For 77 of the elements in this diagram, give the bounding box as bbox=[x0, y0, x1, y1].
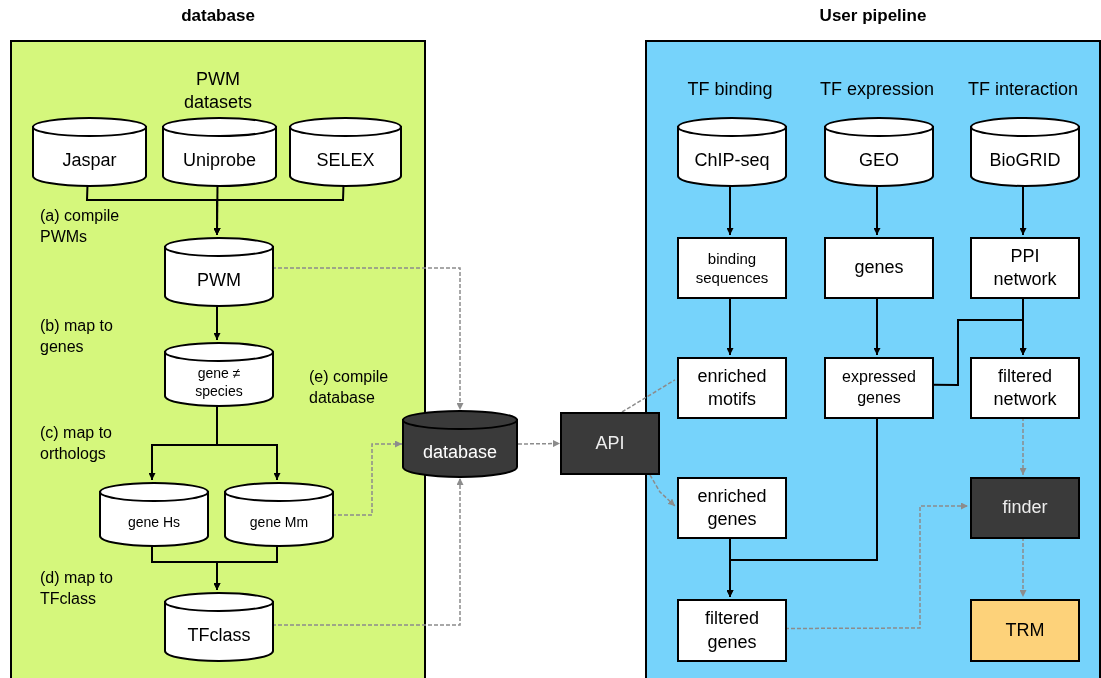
process-box bbox=[824, 237, 934, 299]
box-label: genes bbox=[854, 256, 904, 280]
cylinder-label: Jaspar bbox=[62, 148, 117, 172]
database-cylinder bbox=[164, 342, 274, 407]
box-label: finder bbox=[1002, 496, 1048, 520]
process-box bbox=[677, 477, 787, 539]
box-label: expressed genes bbox=[841, 367, 917, 408]
box-label: binding sequences bbox=[694, 248, 770, 288]
database-cylinder bbox=[164, 592, 274, 662]
box-label: filtered network bbox=[992, 364, 1058, 411]
arrow bbox=[784, 502, 969, 630]
cylinder-label: PWM bbox=[197, 268, 241, 292]
cylinder-label: GEO bbox=[859, 148, 899, 172]
cylinder-label: gene ≠ species bbox=[194, 364, 244, 400]
cylinder-label: SELEX bbox=[316, 148, 375, 172]
annotation-text: PWM datasets bbox=[182, 68, 253, 115]
process-box bbox=[677, 357, 787, 419]
annotation-text: TF interaction bbox=[966, 78, 1079, 101]
annotation-text: (c) map to orthologs bbox=[40, 423, 113, 464]
database-cylinder bbox=[162, 117, 277, 187]
arrow bbox=[517, 440, 561, 448]
process-box bbox=[970, 599, 1080, 662]
cylinder-label: TFclass bbox=[187, 623, 251, 647]
panel-title: User pipeline bbox=[818, 6, 928, 26]
process-box bbox=[824, 357, 934, 419]
cylinder-label: ChIP-seq bbox=[694, 148, 770, 172]
annotation-text: (a) compile PWMs bbox=[40, 206, 121, 247]
box-label: PPI network bbox=[992, 244, 1058, 291]
database-cylinder bbox=[824, 117, 934, 187]
process-box bbox=[970, 237, 1080, 299]
arrow bbox=[1019, 184, 1027, 236]
box-label: enriched motifs bbox=[696, 364, 768, 411]
arrow bbox=[213, 184, 345, 236]
arrow bbox=[271, 267, 464, 411]
database-cylinder bbox=[402, 410, 518, 478]
panel-title: database bbox=[180, 6, 256, 26]
arrow bbox=[216, 404, 281, 481]
database-cylinder bbox=[289, 117, 402, 187]
annotation-text: TF expression bbox=[818, 78, 935, 101]
annotation-text: TF binding bbox=[686, 78, 774, 101]
process-box bbox=[970, 357, 1080, 419]
annotation-text: (e) compile database bbox=[309, 367, 390, 408]
arrow bbox=[726, 184, 734, 236]
arrow bbox=[726, 296, 734, 356]
cylinder-label: gene Mm bbox=[249, 512, 309, 532]
arrow bbox=[931, 319, 1027, 386]
arrow bbox=[331, 440, 403, 516]
cylinder-label: BioGRID bbox=[989, 148, 1061, 172]
database-cylinder bbox=[677, 117, 787, 187]
annotation-text: (b) map to genes bbox=[40, 316, 114, 357]
database-cylinder bbox=[99, 482, 209, 547]
arrow bbox=[1019, 416, 1027, 476]
arrow bbox=[649, 474, 676, 507]
database-cylinder bbox=[224, 482, 334, 547]
database-cylinder bbox=[32, 117, 147, 187]
connector-line bbox=[621, 379, 676, 413]
box-label: filtered genes bbox=[704, 607, 760, 654]
box-label: API bbox=[595, 431, 625, 455]
cylinder-label: Uniprobe bbox=[182, 148, 256, 172]
database-cylinder bbox=[164, 237, 274, 307]
annotation-text: (d) map to TFclass bbox=[40, 568, 114, 609]
process-box bbox=[560, 412, 660, 475]
arrow bbox=[873, 184, 881, 236]
cylinder-label: gene Hs bbox=[127, 512, 181, 532]
cylinder-label: database bbox=[422, 440, 498, 464]
arrow bbox=[726, 536, 734, 598]
box-label: TRM bbox=[1005, 618, 1045, 642]
database-cylinder bbox=[970, 117, 1080, 187]
arrow bbox=[213, 304, 221, 341]
process-box bbox=[677, 237, 787, 299]
arrow bbox=[213, 544, 278, 591]
box-label: enriched genes bbox=[696, 484, 768, 531]
process-box bbox=[970, 477, 1080, 539]
arrow bbox=[1019, 536, 1027, 598]
arrow bbox=[873, 296, 881, 356]
arrow bbox=[271, 477, 464, 626]
process-box bbox=[677, 599, 787, 662]
